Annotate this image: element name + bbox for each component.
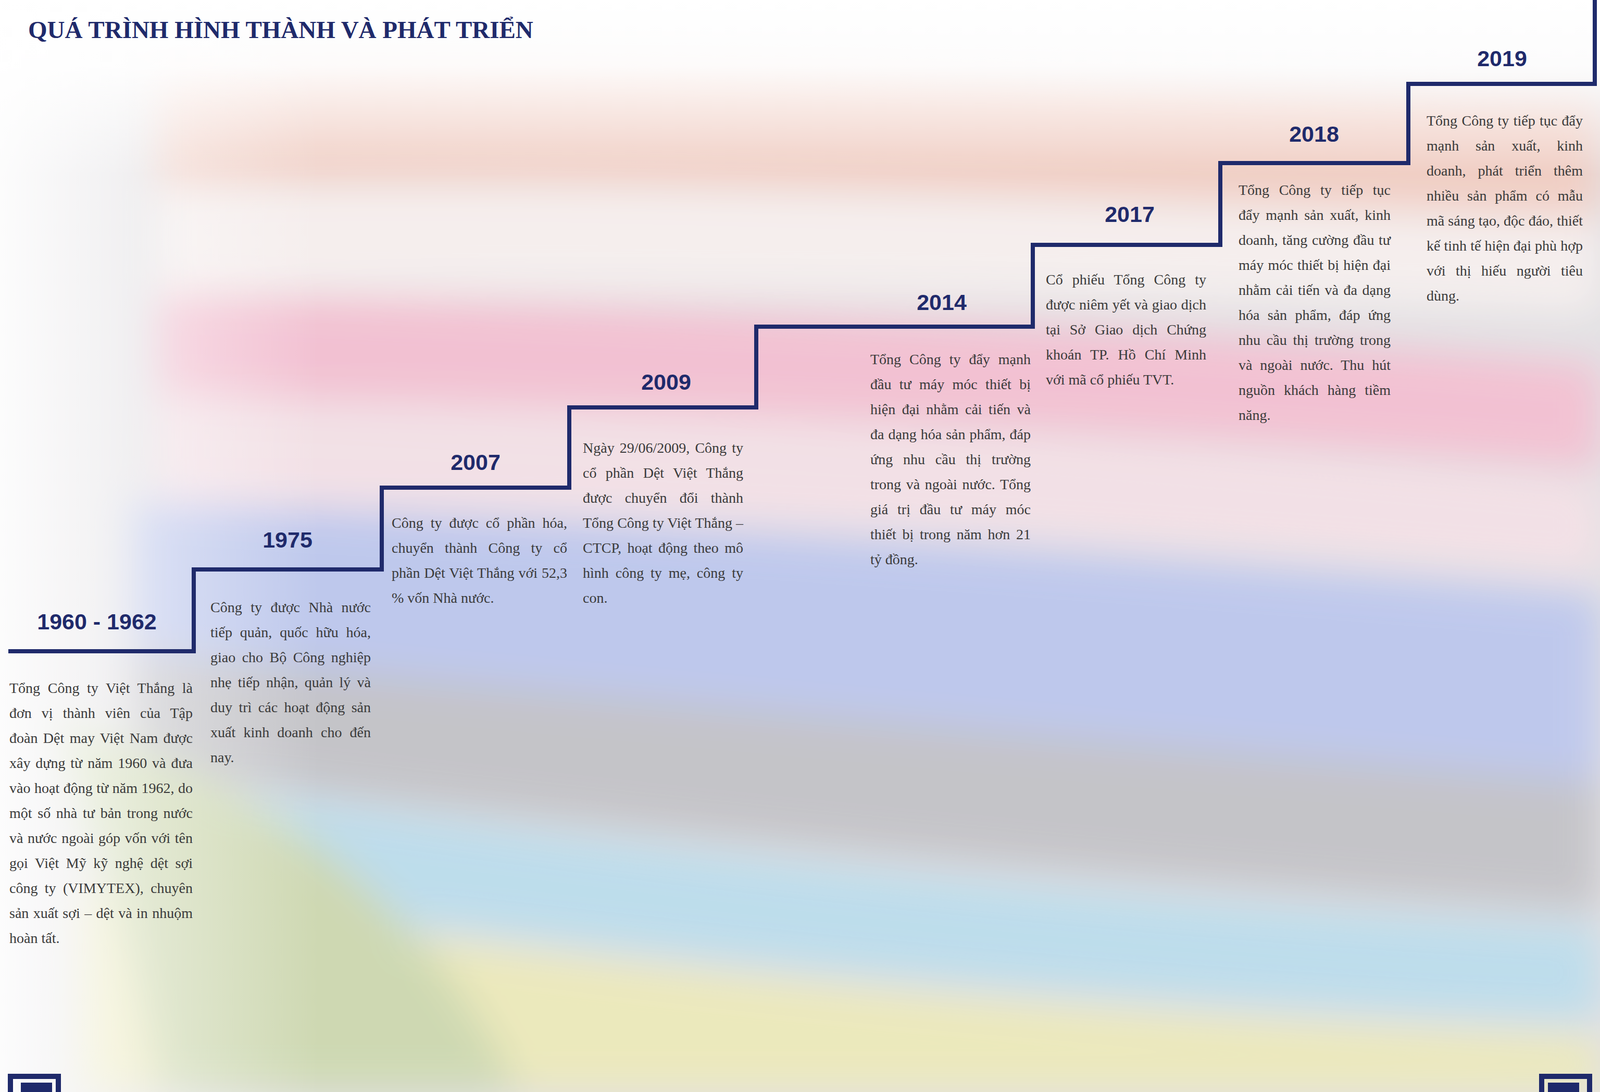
corner-mark [20,1082,53,1092]
timeline-steps [8,0,1595,652]
milestone-text: Tổng Công ty Việt Thắng là đơn vị thành … [9,675,193,951]
year-label: 2007 [397,447,554,477]
year-label: 2017 [1051,199,1208,229]
milestone-text: Công ty được cổ phần hóa, chuyển thành C… [391,510,568,611]
year-label: 1960 - 1962 [8,606,186,636]
milestone-text: Cổ phiếu Tổng Công ty được niêm yết và g… [1045,267,1207,393]
corner-mark [1547,1082,1580,1092]
corner-mark [10,1076,59,1092]
corner-mark [1541,1076,1590,1092]
milestone-text: Tổng Công ty tiếp tục đẩy mạnh sản xuất,… [1426,108,1583,309]
year-label: 2018 [1235,119,1393,149]
milestone-text: Ngày 29/06/2009, Công ty cổ phần Dệt Việ… [582,435,744,611]
milestone-text: Tổng Công ty đẩy mạnh đầu tư máy móc thi… [870,346,1031,572]
year-label: 2019 [1423,43,1581,73]
year-label: 1975 [209,525,366,555]
year-label: 2014 [863,287,1020,317]
milestone-text: Tổng Công ty tiếp tục đẩy mạnh sản xuất,… [1238,177,1391,428]
milestone-text: Công ty được Nhà nước tiếp quản, quốc hữ… [210,594,371,770]
page-title: QUÁ TRÌNH HÌNH THÀNH VÀ PHÁT TRIỂN [28,15,534,44]
year-label: 2009 [588,367,745,397]
